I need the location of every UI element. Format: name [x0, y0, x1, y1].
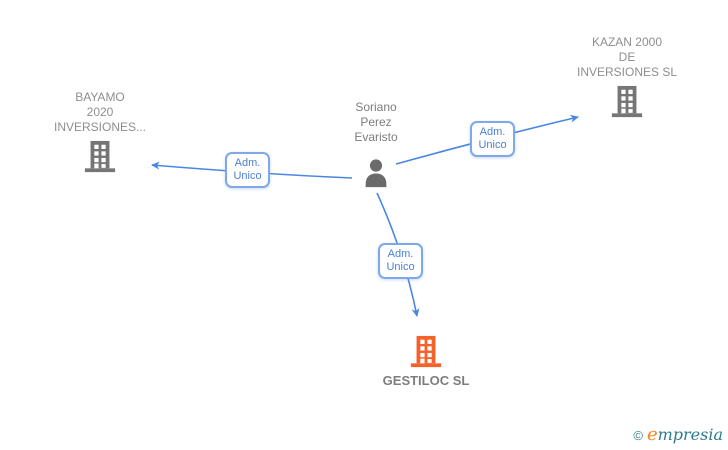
person-name: Soriano Perez Evaristo [316, 100, 436, 145]
company-name-line: BAYAMO [75, 90, 125, 104]
edge-label-adm-unico-bayamo: Adm. Unico [225, 152, 270, 188]
edge-label-line: Adm. [234, 157, 261, 169]
empresia-logo[interactable]: © empresia [633, 424, 723, 445]
company-name-line: DE [618, 50, 636, 64]
building-icon [611, 85, 643, 118]
edge-label-line: Unico [478, 139, 507, 151]
edge-label-line: Unico [233, 170, 262, 182]
company-name-line: INVERSIONES SL [576, 65, 678, 79]
building-icon [84, 140, 116, 173]
company-name-line: 2020 [86, 105, 114, 119]
person-name-line: Evaristo [354, 130, 398, 144]
brand-initial: e [646, 424, 658, 445]
company-name-kazan: KAZAN 2000 DE INVERSIONES SL [547, 35, 707, 80]
brand-rest: mpresia [657, 425, 723, 444]
company-name-line: KAZAN 2000 [591, 35, 663, 49]
brand-name: empresia [647, 424, 723, 445]
edge-label-adm-unico-gestiloc: Adm. Unico [378, 243, 423, 279]
node-company-kazan[interactable]: KAZAN 2000 DE INVERSIONES SL [547, 35, 707, 120]
company-name-line: INVERSIONES... [53, 120, 147, 134]
node-person-soriano[interactable]: Soriano Perez Evaristo [316, 100, 436, 190]
edge-label-line: Adm. [387, 248, 414, 260]
edge-label-line: Adm. [479, 126, 506, 138]
person-name-line: Soriano [355, 100, 397, 114]
copyright-icon: © [633, 428, 643, 443]
node-company-bayamo[interactable]: BAYAMO 2020 INVERSIONES... [20, 90, 180, 175]
person-name-line: Perez [360, 115, 392, 129]
edge-label-adm-unico-kazan: Adm. Unico [470, 121, 515, 157]
company-name-gestiloc: GESTILOC SL [382, 373, 470, 388]
company-name-bayamo: BAYAMO 2020 INVERSIONES... [20, 90, 180, 135]
node-company-gestiloc[interactable]: GESTILOC SL [346, 333, 506, 388]
person-icon [365, 159, 387, 188]
building-icon-highlight [410, 335, 442, 368]
edge-label-line: Unico [386, 261, 415, 273]
